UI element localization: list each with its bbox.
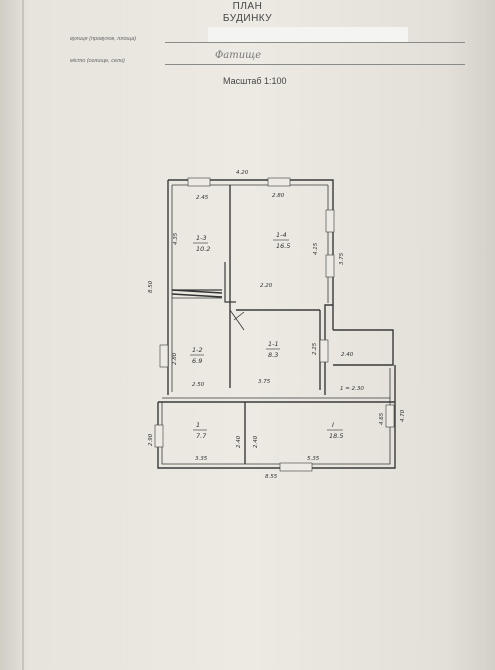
room-1-id: 1 bbox=[196, 421, 200, 429]
redacted-street bbox=[208, 27, 408, 42]
doc-title-line1: ПЛАН bbox=[232, 1, 263, 12]
room-I-area: 18.5 bbox=[329, 432, 343, 440]
room-1-area: 7.7 bbox=[196, 432, 207, 440]
city-label: місто (селище, село) bbox=[70, 58, 125, 64]
dim-top: 4.20 bbox=[236, 170, 249, 176]
dim-1-2-w: 2.50 bbox=[192, 382, 205, 388]
scale-label: Масштаб 1:100 bbox=[223, 76, 287, 86]
street-label: вулиця (провулок, площа) bbox=[70, 36, 137, 42]
dim-1-4-w: 2.80 bbox=[272, 193, 285, 199]
street-line bbox=[165, 42, 465, 43]
dim-I-w: 5.35 bbox=[307, 456, 320, 462]
doc-title-line2: БУДИНКУ bbox=[222, 13, 273, 24]
dim-inner-right: 4.65 bbox=[379, 412, 385, 425]
dim-1-1-h: 2.25 bbox=[312, 342, 318, 355]
dim-partition: 2.40 bbox=[236, 435, 242, 448]
dim-bottom: 8.55 bbox=[265, 474, 278, 480]
room-1-3-area: 10.2 bbox=[196, 245, 210, 253]
room-1-2-area: 6.9 bbox=[192, 357, 202, 365]
dim-porch-label: 1 = 2.30 bbox=[340, 386, 364, 392]
room-1-1-id: 1-1 bbox=[268, 340, 279, 348]
dim-1-2-h: 2.80 bbox=[172, 352, 178, 365]
room-1-2-id: 1-2 bbox=[192, 346, 203, 354]
city-line bbox=[165, 64, 465, 65]
dim-1-1-w: 3.75 bbox=[258, 379, 271, 385]
dim-1-4-h: 4.15 bbox=[313, 242, 319, 255]
dim-1-h: 2.90 bbox=[148, 433, 154, 446]
dim-1-3-w: 2.45 bbox=[196, 195, 209, 201]
dim-right-outer: 4.70 bbox=[400, 409, 406, 422]
dim-right-upper: 3.75 bbox=[339, 252, 345, 265]
dim-1-w: 3.35 bbox=[195, 456, 208, 462]
room-1-4-area: 16.5 bbox=[276, 242, 290, 250]
dim-1-3-h: 4.35 bbox=[173, 232, 179, 245]
dim-porch: 2.40 bbox=[341, 352, 354, 358]
dim-partition2: 2.40 bbox=[253, 435, 259, 448]
room-1-4-id: 1-4 bbox=[276, 231, 287, 239]
page-fold bbox=[22, 0, 24, 670]
room-I-id: I bbox=[332, 421, 334, 429]
room-1-1-area: 8.3 bbox=[268, 351, 278, 359]
dim-corridor: 2.20 bbox=[260, 283, 273, 289]
city-value: Фатище bbox=[215, 50, 262, 61]
dim-left: 8.50 bbox=[148, 280, 154, 293]
room-1-3-id: 1-3 bbox=[196, 234, 207, 242]
